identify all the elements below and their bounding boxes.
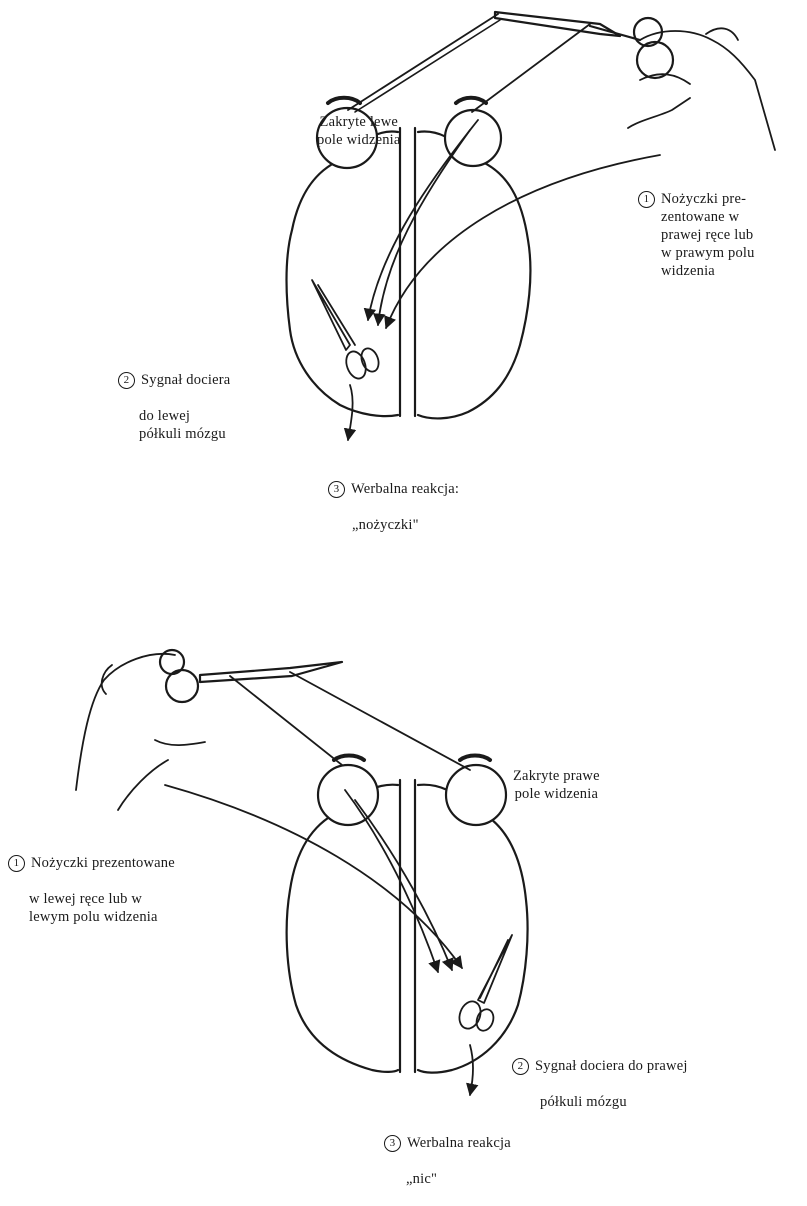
top-step2-caption: 2 Sygnał dociera do lewej półkuli mózgu: [118, 353, 230, 461]
top-ray-left-eye: [348, 14, 498, 110]
bottom-right-eye: [446, 765, 506, 825]
bottom-step1-rest: w lewej ręce lub w lewym polu widzenia: [29, 890, 175, 926]
top-step1-caption: 1 Nożyczki pre- zentowane w prawej ręce …: [638, 190, 755, 280]
top-step3-line1: Werbalna reakcja:: [351, 480, 459, 498]
top-right-eye: [445, 110, 501, 166]
top-right-hemisphere: [418, 132, 530, 419]
bottom-step3-caption: 3 Werbalna reakcja „nic": [384, 1116, 511, 1206]
top-brain-scissors: [312, 280, 382, 381]
top-step1-number: 1: [638, 191, 655, 208]
bottom-brain-scissors: [456, 935, 512, 1033]
bottom-step3-line1: Werbalna reakcja: [407, 1134, 511, 1152]
top-occluded-field-label: Zakryte lewe pole widzenia: [317, 113, 401, 149]
top-step3-number: 3: [328, 481, 345, 498]
top-step2-line1: Sygnał dociera: [141, 371, 230, 389]
top-ray-right-eye: [472, 24, 590, 112]
bottom-step3-number: 3: [384, 1135, 401, 1152]
bottom-left-hand: [76, 654, 205, 810]
bottom-output-arrow: [470, 1045, 473, 1095]
bottom-step1-number: 1: [8, 855, 25, 872]
top-step3-line2: „nożyczki": [352, 516, 459, 534]
top-arrow-from-hand: [386, 155, 660, 328]
bottom-step2-line2: półkuli mózgu: [540, 1093, 688, 1111]
top-step2-rest: do lewej półkuli mózgu: [139, 407, 230, 443]
bottom-ray-right-eye: [290, 672, 470, 770]
bottom-left-hemisphere: [287, 785, 398, 1072]
bottom-step2-caption: 2 Sygnał dociera do prawej półkuli mózgu: [512, 1039, 688, 1129]
split-brain-illustration: [0, 0, 807, 1155]
bottom-step3-line2: „nic": [406, 1170, 511, 1188]
bottom-occluded-field-label: Zakryte prawe pole widzenia: [513, 767, 600, 803]
bottom-step1-caption: 1 Nożyczki prezentowane w lewej ręce lub…: [8, 836, 175, 944]
bottom-scissors-presented: [160, 650, 342, 702]
top-step1-text: Nożyczki pre- zentowane w prawej ręce lu…: [661, 190, 755, 280]
bottom-arrow-from-hand: [165, 785, 462, 968]
top-step3-caption: 3 Werbalna reakcja: „nożyczki": [328, 462, 459, 552]
bottom-step2-line1: Sygnał dociera do prawej: [535, 1057, 688, 1075]
top-output-arrow: [348, 385, 353, 440]
bottom-ray-left-eye: [230, 676, 342, 765]
top-step2-number: 2: [118, 372, 135, 389]
bottom-step2-number: 2: [512, 1058, 529, 1075]
bottom-step1-line1: Nożyczki prezentowane: [31, 854, 175, 872]
top-scissors-presented: [495, 12, 673, 78]
